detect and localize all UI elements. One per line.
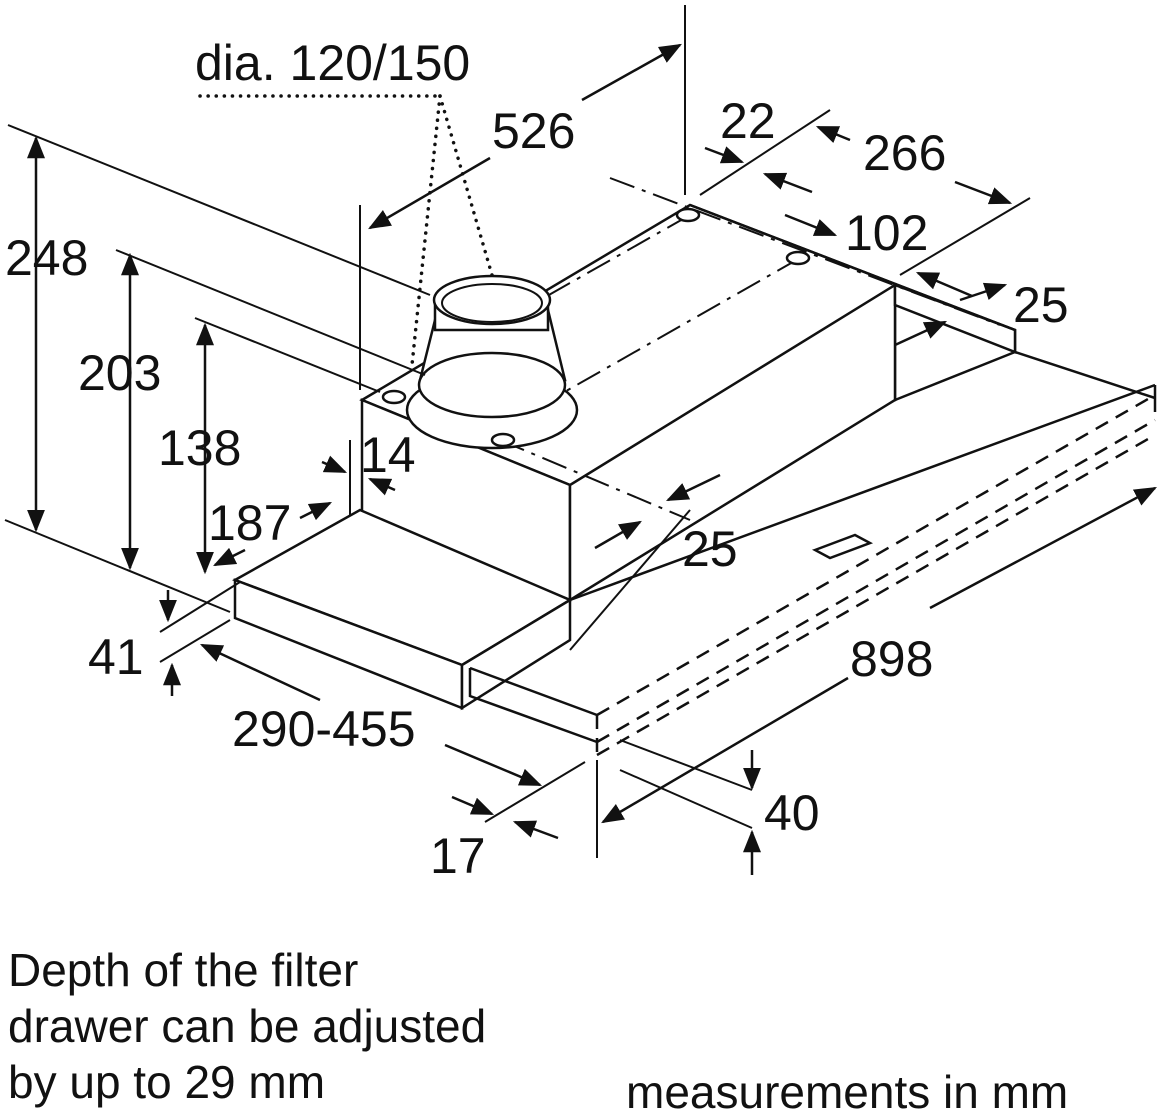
label-203: 203 [78,345,161,401]
label-14: 14 [360,427,416,483]
filter-depth-note: Depth of the filter drawer can be adjust… [8,942,486,1110]
filter-drawer-side [460,597,572,711]
screw-hole [675,207,701,223]
dimension-arrows [27,43,1157,875]
hood-rear-rail [893,283,1017,354]
screw-hole [785,250,811,266]
control-switch [811,533,874,560]
screw-hole [490,432,516,448]
label-41: 41 [88,629,144,685]
label-898: 898 [850,631,933,687]
label-25-top: 25 [1013,277,1069,333]
units-note: measurements in mm [626,1066,1069,1118]
label-40: 40 [764,785,820,841]
label-187: 187 [208,495,291,551]
dimension-labels: dia. 120/150 526 22 266 102 25 248 203 1… [5,35,1069,884]
note-line: drawer can be adjusted [8,1000,487,1052]
label-22: 22 [720,93,776,149]
label-526: 526 [492,103,575,159]
extension-lines [4,5,1031,858]
screw-hole [381,389,407,405]
label-248: 248 [5,230,88,286]
label-diameter: dia. 120/150 [195,35,470,91]
label-17: 17 [430,828,486,884]
label-138: 138 [158,420,241,476]
label-25-mid: 25 [682,521,738,577]
label-266: 266 [863,125,946,181]
duct-connector [381,207,811,450]
note-line: Depth of the filter [8,944,359,996]
label-290-455: 290-455 [232,701,416,757]
diameter-leader [198,94,494,367]
label-102: 102 [845,205,928,261]
note-line: by up to 29 mm [8,1056,326,1108]
